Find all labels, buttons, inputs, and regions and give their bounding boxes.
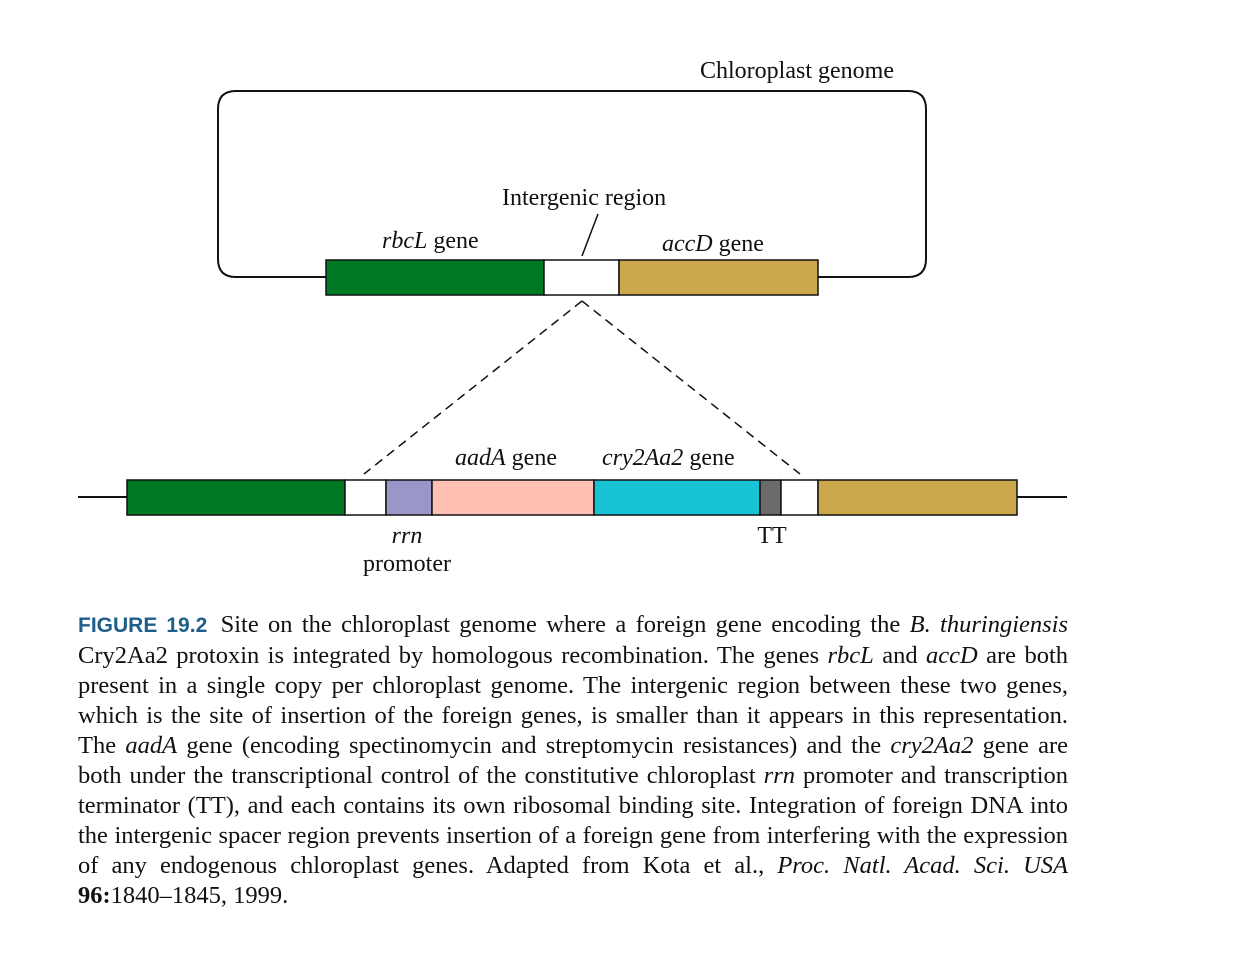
aada-gene-suffix: gene xyxy=(506,445,557,471)
cry2aa2-gene-name: cry2Aa2 xyxy=(602,445,683,471)
caption-species: B. thuringiensis xyxy=(909,611,1068,638)
intergenic-right-block xyxy=(780,479,819,516)
intergenic-region-block xyxy=(543,259,620,296)
cry2aa2-gene-label: cry2Aa2 gene xyxy=(602,445,735,471)
rbcl-gene-label: rbcL gene xyxy=(382,228,479,254)
terminator-block xyxy=(759,479,782,516)
rrn-promoter-block xyxy=(385,479,433,516)
caption-text-5: gene (encoding spectinomycin and strepto… xyxy=(177,732,891,759)
rbcl-gene-block xyxy=(325,259,545,296)
caption-gene-rbcl: rbcL xyxy=(827,642,874,669)
intergenic-left-block xyxy=(344,479,387,516)
figure-caption: FIGURE 19.2 Site on the chloroplast geno… xyxy=(78,610,1068,911)
cry2aa2-gene-block xyxy=(593,479,761,516)
caption-text-2: Cry2Aa2 protoxin is integrated by homolo… xyxy=(78,642,828,669)
caption-gene-aada: aadA xyxy=(125,732,178,759)
caption-text-4: are both present in a single copy per ch… xyxy=(78,642,1068,759)
accd-gene-name: accD xyxy=(662,231,713,257)
accd-gene-suffix: gene xyxy=(713,231,764,257)
aada-gene-name: aadA xyxy=(455,445,506,471)
caption-rrn: rrn xyxy=(763,762,795,789)
accd-gene-block xyxy=(618,259,819,296)
caption-text-1: Site on the chloroplast genome where a f… xyxy=(211,611,910,638)
terminator-label: TT xyxy=(757,523,787,549)
chloroplast-genome-loop xyxy=(217,90,927,278)
aada-gene-label: aadA gene xyxy=(455,445,557,471)
intergenic-region-label: Intergenic region xyxy=(502,185,666,211)
caption-pages: 1840–1845, 1999. xyxy=(110,882,289,909)
rrn-label: rrn xyxy=(392,523,423,549)
caption-text-6: gene are both under the transcriptional … xyxy=(78,732,1068,789)
caption-gene-cry2aa2: cry2Aa2 xyxy=(890,732,974,759)
caption-gene-accd: accD xyxy=(926,642,978,669)
aada-gene-block xyxy=(431,479,595,516)
caption-text-3: and xyxy=(873,642,927,669)
intergenic-pointer-line xyxy=(581,213,599,257)
chloroplast-genome-label: Chloroplast genome xyxy=(700,58,894,84)
caption-text-7: promoter and transcription terminator (T… xyxy=(78,762,1068,879)
promoter-label: promoter xyxy=(363,551,451,577)
rbcl-gene-suffix: gene xyxy=(427,228,478,254)
rbcl-gene-name: rbcL xyxy=(382,228,427,254)
cry2aa2-gene-suffix: gene xyxy=(683,445,734,471)
figure-number: FIGURE 19.2 xyxy=(78,614,208,637)
accd-flank-block xyxy=(817,479,1018,516)
caption-volume: 96: xyxy=(78,882,111,909)
expansion-line-right xyxy=(581,300,801,475)
caption-journal: Proc. Natl. Acad. Sci. USA xyxy=(777,852,1068,879)
accd-gene-label: accD gene xyxy=(662,231,764,257)
expansion-line-left xyxy=(363,300,583,475)
rbcl-flank-block xyxy=(126,479,346,516)
